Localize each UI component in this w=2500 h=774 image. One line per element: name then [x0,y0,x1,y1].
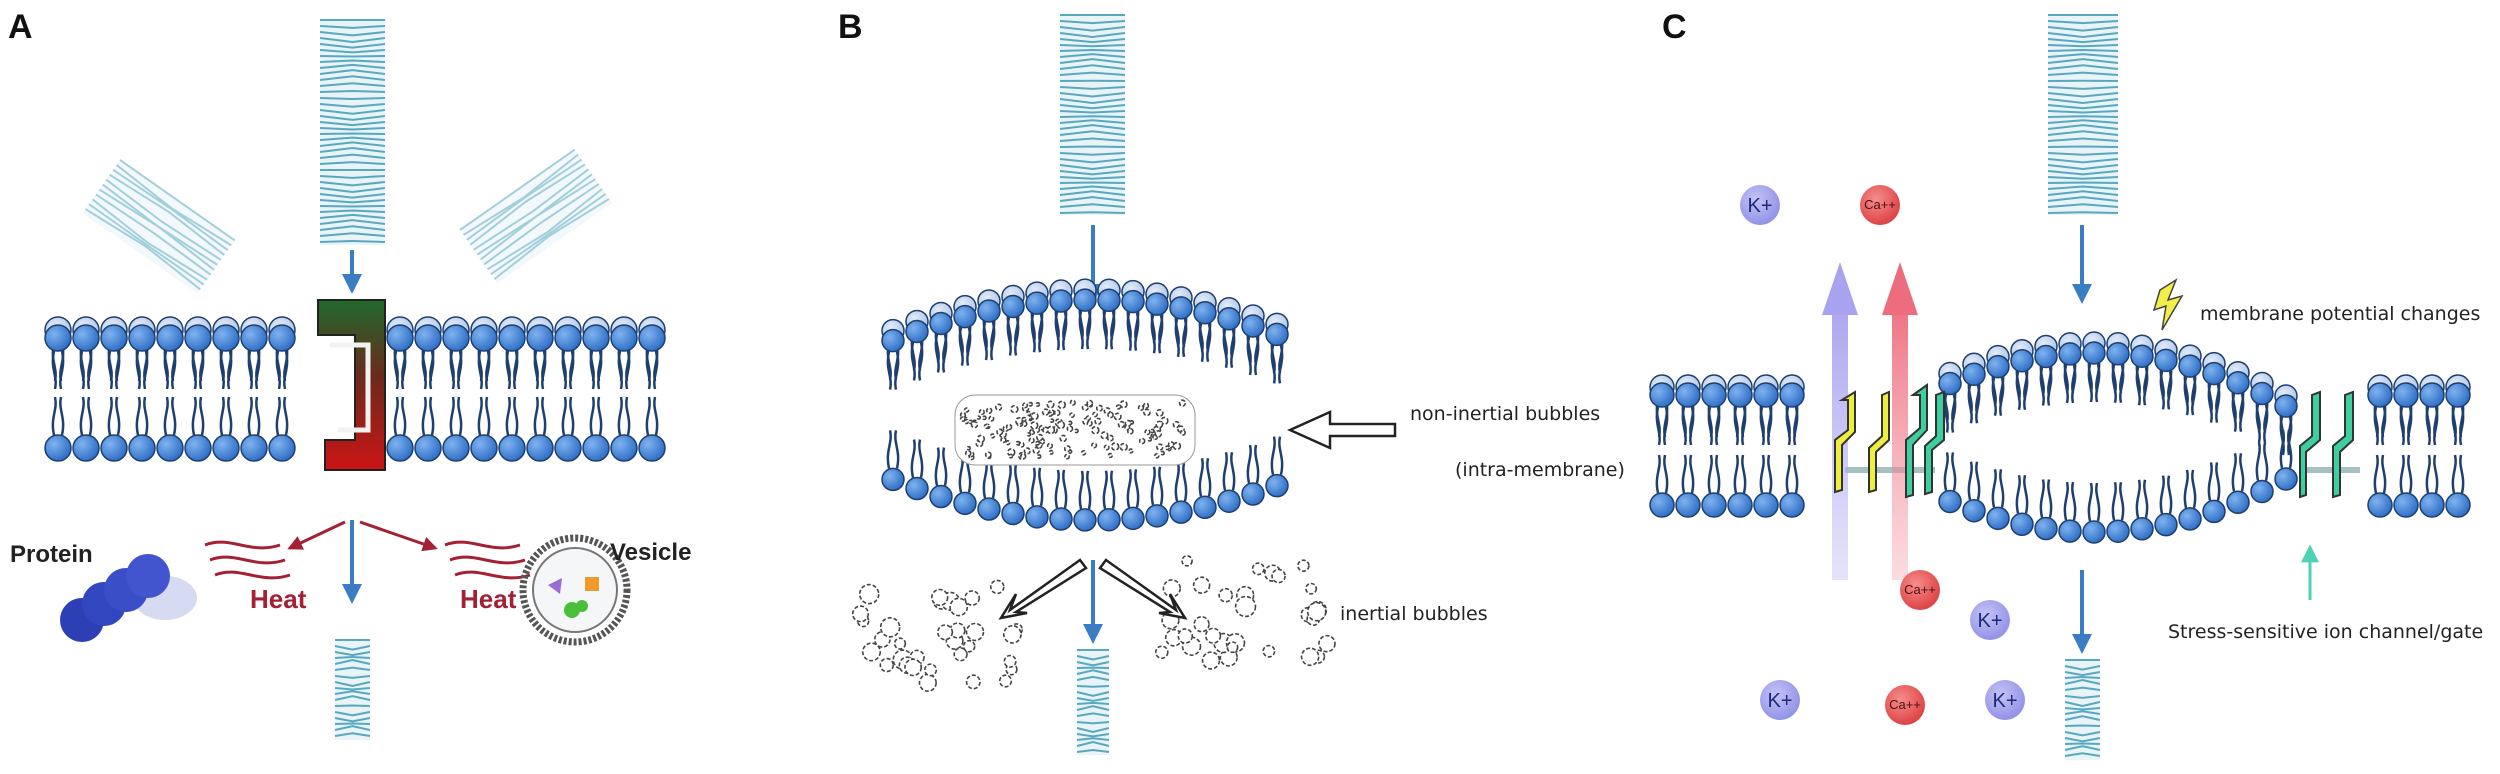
panel-c-letter: C [1662,8,1687,46]
intra-membrane-label: (intra-membrane) [1455,459,1625,481]
panel-b: B non-inertial bubbles (intra-membrane) … [838,8,1625,755]
vesicle-icon [519,534,631,646]
k-ion-icon: K+ [1970,600,2010,640]
inertial-bubbles-left [851,579,1024,692]
membrane-potential-label: membrane potential changes [2200,303,2480,325]
panel-a: A Heat Heat [8,8,691,740]
panel-b-letter: B [838,8,863,46]
k-ion-icon: K+ [1740,185,1780,225]
ultrasound-beam-main [319,19,386,245]
ultrasound-beam-transmitted [2064,659,2101,760]
lipid-bilayer [44,316,666,462]
heat-right-icon [359,520,531,580]
ultrasound-beam-incident [1059,14,1126,215]
expanded-lipid-bilayer [881,278,1289,532]
hollow-arrow-right-icon [1098,558,1188,620]
ca-ion-icon: Ca++ [1900,570,1940,610]
ion-label: Ca++ [1864,197,1896,212]
ion-channel-left [1834,383,1945,499]
heat-left-label: Heat [250,584,307,614]
lightning-icon [2152,278,2184,331]
ion-label: K+ [1747,195,1772,217]
ultrasound-beam-right [459,148,612,284]
protein-label: Protein [10,541,93,568]
protein-icon [60,554,197,642]
intra-membrane-bubbles [954,394,1196,466]
ca-influx-arrow [1882,262,1918,580]
ions: K+ Ca++ Ca++ K+ K+ Ca++ K+ [1740,185,2025,725]
ion-label: Ca++ [1889,697,1921,712]
ca-ion-icon: Ca++ [1860,185,1900,225]
panel-c: C membrane potential ch [1649,8,2483,760]
k-ion-icon: K+ [1985,680,2025,720]
ultrasound-beam-left [82,159,236,294]
mechanosensitive-gate-icon [317,299,386,471]
ultrasound-beam-transmitted [334,639,371,740]
vesicle-label: Vesicle [610,539,691,566]
heat-right-label: Heat [460,584,517,614]
panel-a-letter: A [8,8,33,46]
ion-label: K+ [1977,610,2002,632]
inertial-label: inertial bubbles [1340,603,1488,625]
ion-label: K+ [1767,690,1792,712]
ion-channel-label: Stress-sensitive ion channel/gate [2168,621,2483,643]
ion-label: Ca++ [1904,582,1936,597]
heat-left-icon [204,520,346,580]
hollow-arrow-icon [1286,410,1397,450]
k-ion-icon: K+ [1760,680,1800,720]
ion-label: K+ [1992,690,2017,712]
hollow-arrow-left-icon [998,558,1088,620]
deformed-lipid-bilayer [1649,331,2471,544]
non-inertial-label: non-inertial bubbles [1410,403,1600,425]
ultrasound-beam-transmitted [1076,649,1110,755]
ca-ion-icon: Ca++ [1885,685,1925,725]
ion-channel-right [2299,390,2354,499]
inertial-bubbles-right [1154,555,1336,670]
ultrasound-beam-incident [2047,14,2119,215]
